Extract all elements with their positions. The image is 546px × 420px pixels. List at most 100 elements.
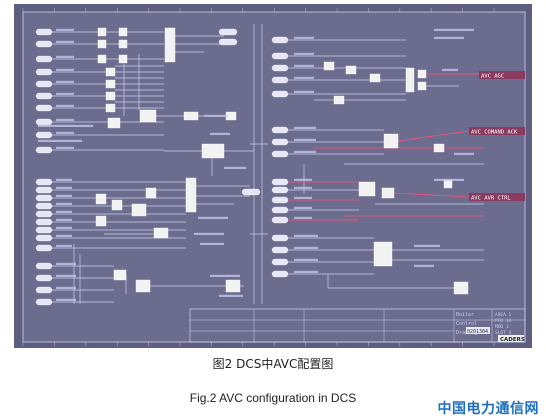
label-text bbox=[224, 166, 246, 169]
function-block bbox=[381, 187, 395, 199]
signal-tag bbox=[271, 216, 289, 224]
title-row-1: Boiler bbox=[456, 312, 474, 318]
function-block bbox=[118, 39, 128, 49]
label-text bbox=[294, 126, 316, 129]
function-block bbox=[139, 109, 157, 123]
function-block bbox=[131, 203, 147, 217]
signal-tag bbox=[35, 80, 53, 88]
signal-tag bbox=[271, 52, 289, 60]
signal-tag bbox=[271, 206, 289, 214]
connector-ack-label: AVC COMAND ACK bbox=[471, 130, 518, 136]
label-text bbox=[434, 28, 474, 31]
label-text bbox=[294, 270, 318, 273]
function-block bbox=[95, 193, 107, 205]
function-block bbox=[105, 67, 116, 77]
wire bbox=[397, 130, 470, 142]
label-text bbox=[56, 218, 72, 221]
label-text bbox=[56, 262, 76, 265]
function-block bbox=[333, 95, 345, 105]
function-block bbox=[373, 241, 393, 267]
function-blocks bbox=[35, 27, 469, 306]
label-text bbox=[56, 131, 74, 134]
function-block bbox=[323, 61, 335, 71]
label-text bbox=[219, 294, 243, 297]
function-block bbox=[135, 279, 151, 293]
signal-tag bbox=[35, 194, 53, 202]
function-block bbox=[345, 65, 357, 75]
label-text bbox=[56, 178, 72, 181]
connector-agc-label: AVC AGC bbox=[481, 74, 504, 80]
title-row-2: Control bbox=[456, 321, 477, 327]
label-text bbox=[294, 178, 312, 181]
label-text bbox=[294, 64, 314, 67]
watermark-text: 中国电力通信网 bbox=[437, 401, 539, 417]
signal-tag bbox=[271, 138, 289, 146]
label-text bbox=[294, 52, 314, 55]
caption-english: Fig.2 AVC configuration in DCS bbox=[189, 391, 357, 405]
function-block bbox=[97, 27, 107, 37]
signal-tag bbox=[35, 131, 53, 139]
label-text bbox=[294, 234, 318, 237]
function-block bbox=[417, 69, 427, 79]
label-text bbox=[434, 36, 464, 39]
function-block bbox=[113, 269, 127, 281]
title-block: Boiler Control Drawing 0201304 AREA 1 PC… bbox=[189, 308, 526, 343]
signal-tag bbox=[35, 28, 53, 36]
signal-tag bbox=[35, 40, 53, 48]
function-block bbox=[95, 215, 107, 227]
signal-tag bbox=[241, 188, 261, 196]
label-text bbox=[294, 196, 312, 199]
signal-tag bbox=[218, 38, 238, 46]
function-block bbox=[118, 54, 128, 64]
signal-tag bbox=[271, 90, 289, 98]
function-block bbox=[225, 279, 241, 293]
function-block bbox=[417, 81, 427, 91]
signal-tag bbox=[35, 118, 53, 126]
signal-tag bbox=[271, 258, 289, 266]
label-text bbox=[414, 264, 434, 267]
label-text bbox=[56, 274, 76, 277]
function-block bbox=[118, 27, 128, 37]
sheet-mod: MOD 1 bbox=[495, 324, 509, 330]
signal-tag bbox=[35, 234, 53, 242]
label-text bbox=[56, 186, 72, 189]
function-block bbox=[433, 143, 445, 153]
function-block bbox=[97, 54, 107, 64]
function-block bbox=[97, 39, 107, 49]
signal-tag bbox=[35, 244, 53, 252]
function-block bbox=[105, 79, 116, 89]
highlight-signals bbox=[288, 73, 484, 221]
function-block bbox=[107, 117, 121, 129]
label-text bbox=[38, 124, 93, 127]
function-block bbox=[443, 179, 453, 189]
label-text bbox=[294, 216, 312, 219]
drawing-number: 0201304 bbox=[467, 329, 488, 335]
connector-avr bbox=[469, 193, 525, 201]
function-block bbox=[453, 281, 469, 295]
label-text bbox=[210, 274, 240, 277]
signal-tag bbox=[35, 92, 53, 100]
label-text bbox=[294, 150, 316, 153]
label-text bbox=[56, 244, 72, 247]
wire bbox=[393, 192, 470, 198]
label-text bbox=[56, 234, 72, 237]
signal-tag bbox=[35, 218, 53, 226]
label-text bbox=[38, 139, 82, 142]
label-text bbox=[198, 216, 228, 219]
label-text bbox=[56, 146, 74, 149]
label-text bbox=[294, 76, 314, 79]
label-text bbox=[56, 286, 76, 289]
label-text bbox=[204, 114, 228, 117]
function-block bbox=[369, 73, 381, 83]
function-block bbox=[164, 27, 176, 63]
signal-tag bbox=[271, 76, 289, 84]
signal-tag bbox=[271, 178, 289, 186]
signal-tag bbox=[35, 104, 53, 112]
function-block bbox=[145, 187, 157, 199]
function-block bbox=[153, 227, 169, 239]
signal-tag bbox=[271, 64, 289, 72]
label-text bbox=[294, 90, 314, 93]
label-text bbox=[210, 132, 230, 135]
company-logo: CADERS bbox=[500, 337, 525, 343]
label-text bbox=[414, 244, 440, 247]
